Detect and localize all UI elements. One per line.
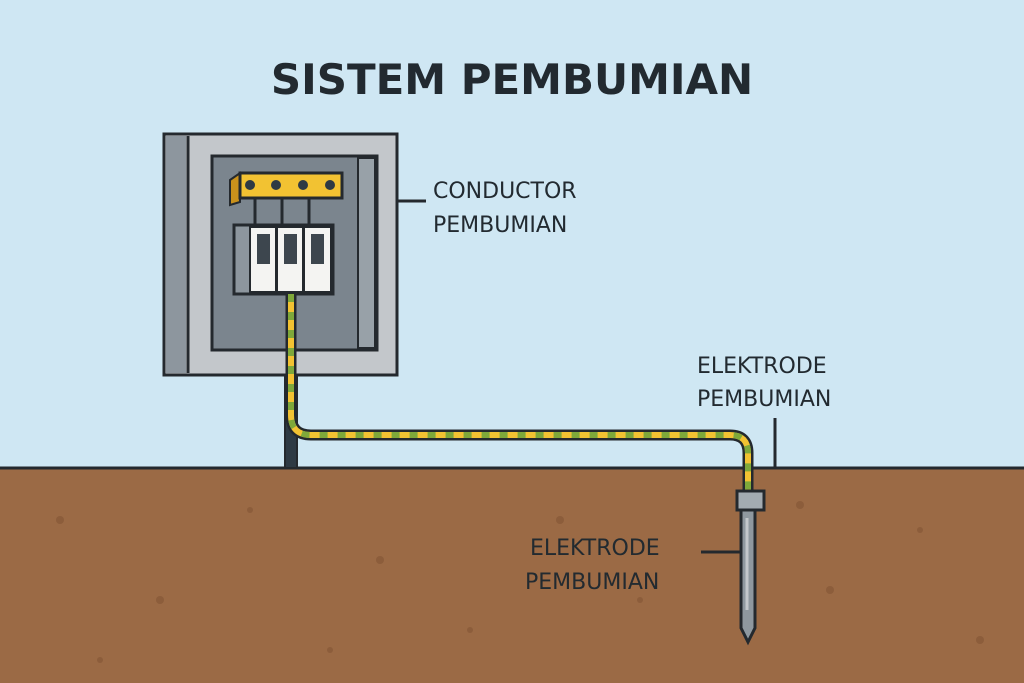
distribution-panel [162,132,399,377]
electrode-clamp [735,489,766,512]
conductor-label-line2: PEMBUMIAN [433,213,567,238]
grounding-electrode [735,489,766,646]
soil [0,468,1024,683]
electrode-top-label-line1: ELEKTRODE [697,354,827,379]
electrode-bottom-label-line1: ELEKTRODE [530,536,660,561]
grounding-conductor [285,294,754,492]
electrode-top-label-line2: PEMBUMIAN [697,387,831,412]
soil-specks [56,501,984,663]
circuit-breakers [232,223,335,296]
page-title: SISTEM PEMBUMIAN [271,55,753,104]
electrode-bottom-label-line2: PEMBUMIAN [525,570,659,595]
conductor-label-line1: CONDUCTOR [433,179,577,204]
busbar [229,171,344,226]
